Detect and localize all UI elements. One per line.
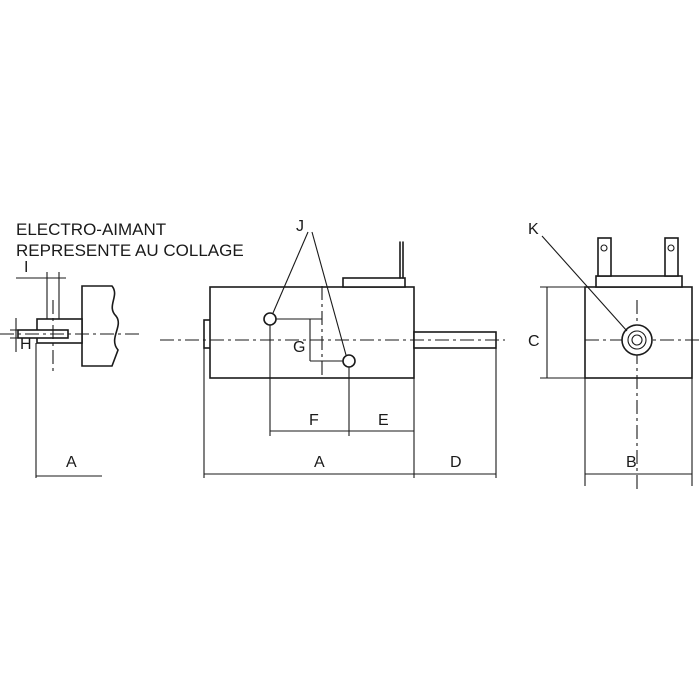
j-leader-2 bbox=[311, 231, 347, 356]
k-leader bbox=[541, 235, 628, 332]
label-d: D bbox=[450, 454, 462, 471]
label-h: H bbox=[20, 336, 32, 353]
label-j: J bbox=[296, 218, 304, 235]
label-f: F bbox=[309, 412, 319, 429]
spade-terminal-right bbox=[664, 237, 679, 277]
plunger-bore-outer bbox=[621, 324, 653, 356]
label-b: B bbox=[626, 454, 637, 471]
label-e: E bbox=[378, 412, 389, 429]
spade-terminal-right-hole bbox=[667, 244, 675, 252]
main-body bbox=[209, 286, 415, 379]
spade-terminal-left-hole bbox=[600, 244, 608, 252]
spade-terminal-left bbox=[597, 237, 612, 277]
end-view-terminal-block bbox=[595, 275, 683, 288]
label-k: K bbox=[528, 221, 539, 238]
label-a-left: A bbox=[66, 454, 77, 471]
front-view: J G F E A D bbox=[160, 218, 505, 478]
plunger-bore-inner bbox=[631, 334, 643, 346]
label-i: I bbox=[24, 259, 28, 276]
label-c: C bbox=[528, 333, 540, 350]
label-a-middle: A bbox=[314, 454, 325, 471]
plunger-bore-middle bbox=[627, 330, 647, 350]
label-g: G bbox=[293, 339, 305, 356]
mounting-plate bbox=[81, 285, 120, 367]
title-line-1: ELECTRO-AIMANT bbox=[16, 220, 166, 239]
terminal-block bbox=[342, 277, 406, 288]
j-leader-1 bbox=[272, 231, 309, 314]
left-side-view: I H A bbox=[0, 259, 140, 478]
drawing-title: ELECTRO-AIMANT REPRESENTE AU COLLAGE bbox=[16, 220, 244, 260]
mounting-hole-upper bbox=[263, 312, 277, 326]
end-view: K C B bbox=[528, 221, 700, 490]
title-line-2: REPRESENTE AU COLLAGE bbox=[16, 241, 244, 260]
mounting-hole-lower bbox=[342, 354, 356, 368]
